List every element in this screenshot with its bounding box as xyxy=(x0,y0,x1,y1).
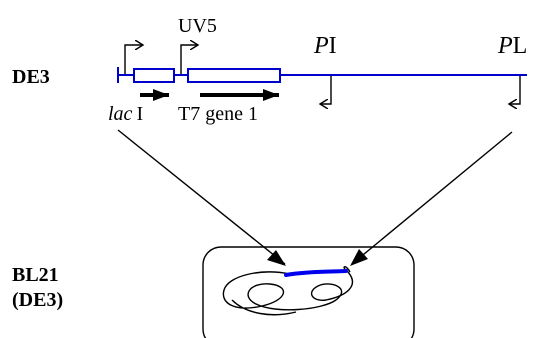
pi-promoter-arrow-icon xyxy=(320,76,332,104)
laci-italic: lac xyxy=(108,103,133,125)
t7-gene1-label: T7 gene 1 xyxy=(178,103,258,125)
promoter-pi-label: PI xyxy=(313,33,337,59)
insertion-arrow-right-icon xyxy=(351,131,513,265)
laci-roman: I xyxy=(136,103,143,125)
pi-subscript: I xyxy=(329,33,337,59)
t7-gene1-box xyxy=(187,68,281,83)
bl21-label: BL21 xyxy=(12,264,59,286)
bacterial-cell xyxy=(202,246,415,338)
de3-label: DE3 xyxy=(12,66,50,88)
pl-italic-p: P xyxy=(497,33,513,59)
bacterial-chromosome xyxy=(222,266,354,316)
insertion-arrow-left-icon xyxy=(117,129,286,265)
uv5-label: UV5 xyxy=(178,15,217,37)
insertion-arrowhead-left xyxy=(267,250,286,266)
pl-promoter-arrow-icon xyxy=(509,76,521,104)
promoter-pl-label: PL xyxy=(497,33,527,59)
insertion-arrowhead-right xyxy=(350,249,368,266)
integrated-de3-segment xyxy=(284,269,348,277)
uv5-promoter-arrow-icon xyxy=(180,45,198,74)
laci-promoter-arrow-icon xyxy=(124,45,143,74)
de3-strain-label: (DE3) xyxy=(12,289,63,311)
pl-subscript: L xyxy=(513,33,528,59)
pi-italic-p: P xyxy=(313,33,329,59)
laci-gene-box xyxy=(133,68,175,83)
